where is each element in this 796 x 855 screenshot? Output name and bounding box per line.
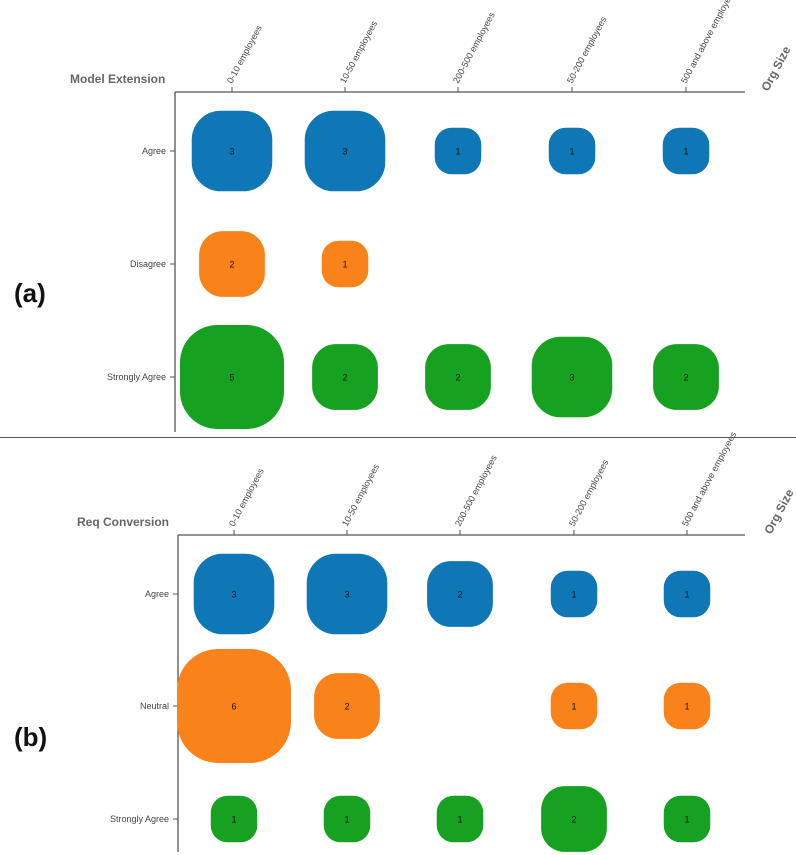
x-axis-title-b: Org Size	[761, 487, 796, 537]
bubble-value-label-a: 1	[342, 260, 347, 270]
bubble-value-label-b: 3	[231, 590, 236, 600]
bubble-a	[653, 344, 719, 410]
bubble-value-label-b: 1	[684, 815, 689, 825]
bubble-value-label-b: 1	[571, 702, 576, 712]
bubble-a	[321, 240, 369, 288]
x-tick-label-a: 10-50 employees	[338, 19, 379, 85]
bubble-value-label-b: 1	[571, 590, 576, 600]
bubble-a	[662, 127, 710, 175]
bubble-a	[199, 231, 265, 297]
x-tick-label-b: 500 and above employees	[680, 430, 739, 528]
bubble-value-label-a: 5	[229, 373, 234, 383]
bubble-b	[306, 553, 388, 635]
x-tick-label-a: 500 and above employees	[679, 0, 738, 85]
bubble-a	[531, 336, 613, 418]
bubble-a	[180, 325, 284, 429]
bubble-value-label-b: 1	[344, 815, 349, 825]
bubble-value-label-a: 1	[569, 147, 574, 157]
panel-separator	[0, 437, 796, 438]
bubble-b	[663, 682, 711, 730]
x-tick-label-b: 200-500 employees	[453, 453, 499, 528]
bubble-value-label-a: 2	[342, 373, 347, 383]
x-tick-label-b: 10-50 employees	[340, 462, 381, 528]
bubble-value-label-a: 2	[683, 373, 688, 383]
bubble-value-label-b: 3	[344, 590, 349, 600]
y-tick-label-b: Strongly Agree	[110, 814, 169, 824]
bubble-a	[304, 110, 386, 192]
bubble-value-label-b: 2	[344, 702, 349, 712]
bubble-value-label-b: 1	[684, 702, 689, 712]
bubble-a	[548, 127, 596, 175]
bubble-value-label-a: 3	[229, 147, 234, 157]
bubble-value-label-b: 1	[231, 815, 236, 825]
panel-label-a: (a)	[14, 278, 46, 308]
x-tick-label-a: 50-200 employees	[565, 14, 609, 85]
bubble-a	[191, 110, 273, 192]
bubble-b	[663, 795, 711, 843]
bubble-b	[314, 673, 380, 739]
x-tick-label-a: 200-500 employees	[451, 10, 497, 85]
bubble-b	[541, 786, 607, 852]
chart-title-a: Model Extension	[70, 72, 165, 86]
bubble-b	[177, 649, 291, 763]
bubble-a	[425, 344, 491, 410]
bubble-a	[434, 127, 482, 175]
x-tick-label-b: 50-200 employees	[567, 457, 611, 528]
bubble-value-label-b: 6	[231, 702, 236, 712]
bubble-b	[210, 795, 258, 843]
bubble-value-label-a: 1	[455, 147, 460, 157]
bubble-value-label-b: 2	[571, 815, 576, 825]
bubble-value-label-a: 1	[683, 147, 688, 157]
y-tick-label-b: Agree	[145, 589, 169, 599]
bubble-b	[663, 570, 711, 618]
bubble-b	[427, 561, 493, 627]
y-tick-label-a: Agree	[142, 146, 166, 156]
bubble-value-label-a: 3	[569, 373, 574, 383]
chart-title-b: Req Conversion	[77, 515, 169, 529]
bubble-b	[436, 795, 484, 843]
bubble-b	[193, 553, 275, 635]
bubble-value-label-a: 3	[342, 147, 347, 157]
bubble-b	[550, 570, 598, 618]
bubble-value-label-b: 2	[457, 590, 462, 600]
panel-label-b: (b)	[14, 722, 48, 752]
bubble-a	[312, 344, 378, 410]
y-tick-label-a: Strongly Agree	[107, 372, 166, 382]
x-axis-title-a: Org Size	[758, 44, 793, 94]
y-tick-label-b: Neutral	[140, 701, 169, 711]
bubble-value-label-a: 2	[229, 260, 234, 270]
bubble-b	[550, 682, 598, 730]
bubble-value-label-b: 1	[684, 590, 689, 600]
x-tick-label-b: 0-10 employees	[227, 466, 266, 528]
y-tick-label-a: Disagree	[130, 259, 166, 269]
bubble-value-label-b: 1	[457, 815, 462, 825]
bubble-b	[323, 795, 371, 843]
x-tick-label-a: 0-10 employees	[225, 23, 264, 85]
bubble-value-label-a: 2	[455, 373, 460, 383]
